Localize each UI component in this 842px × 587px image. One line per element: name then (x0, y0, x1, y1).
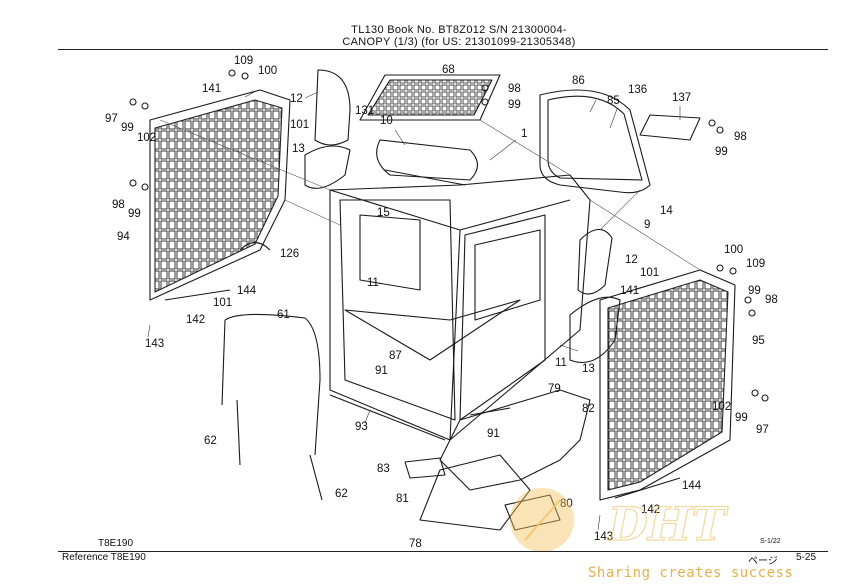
svg-text:137: 137 (672, 92, 691, 104)
svg-text:86: 86 (572, 75, 585, 87)
door-frame-part (224, 313, 321, 456)
footer-code: T8E190 (98, 538, 134, 549)
svg-text:91: 91 (375, 365, 388, 377)
svg-text:109: 109 (746, 258, 765, 270)
svg-text:13: 13 (292, 143, 305, 155)
svg-text:142: 142 (641, 504, 660, 516)
svg-text:99: 99 (508, 99, 521, 111)
svg-text:131: 131 (355, 105, 374, 117)
footer-small-mark: S-1/22 (760, 538, 781, 545)
svg-text:62: 62 (204, 435, 217, 447)
svg-text:61: 61 (277, 309, 290, 321)
svg-text:143: 143 (594, 531, 613, 543)
left-side-screen-part (149, 89, 291, 301)
svg-text:99: 99 (715, 146, 728, 158)
header-title: TL130 Book No. BT8Z012 S/N 21300004- (351, 24, 567, 36)
svg-text:141: 141 (620, 285, 639, 297)
svg-text:62: 62 (335, 488, 348, 500)
rear-window-part (539, 89, 651, 194)
svg-text:143: 143 (145, 338, 164, 350)
rear-plate-part (639, 114, 701, 141)
bottom-bar-part (329, 394, 446, 441)
bolt-part (129, 69, 769, 402)
footer-page-number: 5-25 (796, 552, 817, 563)
svg-text:93: 93 (355, 421, 368, 433)
svg-text:80: 80 (560, 498, 573, 510)
roof-pad-part (376, 139, 479, 186)
svg-text:99: 99 (121, 122, 134, 134)
svg-text:94: 94 (117, 231, 130, 243)
svg-text:79: 79 (548, 383, 561, 395)
footer-reference: Reference T8E190 (62, 552, 146, 563)
header-subtitle: CANOPY (1/3) (for US: 21301099-21305348) (342, 36, 576, 48)
svg-text:97: 97 (756, 424, 769, 436)
header-rule (58, 49, 828, 50)
footer-rule (58, 551, 828, 552)
footer-page-label: ページ (748, 556, 778, 567)
svg-text:95: 95 (752, 335, 765, 347)
svg-text:12: 12 (625, 254, 638, 266)
clip-part (239, 241, 271, 251)
svg-text:144: 144 (237, 285, 257, 297)
svg-text:14: 14 (660, 205, 673, 217)
svg-text:83: 83 (377, 463, 390, 475)
floor-plate-part (404, 389, 591, 531)
svg-text:100: 100 (724, 244, 743, 256)
svg-text:141: 141 (202, 83, 221, 95)
svg-text:144: 144 (682, 480, 702, 492)
svg-text:136: 136 (628, 84, 647, 96)
svg-text:91: 91 (487, 428, 500, 440)
svg-text:78: 78 (409, 538, 422, 550)
watermark-logo: DHT (510, 488, 730, 552)
svg-text:126: 126 (280, 248, 299, 260)
svg-text:100: 100 (258, 65, 277, 77)
svg-text:101: 101 (213, 297, 232, 309)
svg-text:99: 99 (735, 412, 748, 424)
svg-text:101: 101 (640, 267, 659, 279)
svg-text:9: 9 (644, 219, 650, 231)
svg-text:1: 1 (521, 128, 527, 140)
svg-text:102: 102 (137, 132, 156, 144)
svg-text:98: 98 (508, 83, 521, 95)
svg-text:142: 142 (186, 314, 205, 326)
svg-text:10: 10 (380, 115, 393, 127)
svg-text:82: 82 (582, 403, 595, 415)
callout-numbers: 109 100 141 97 99 102 101 12 131 10 68 9… (105, 55, 778, 550)
svg-text:87: 87 (389, 350, 402, 362)
svg-text:DHT: DHT (606, 497, 729, 551)
svg-text:99: 99 (128, 208, 141, 220)
svg-text:98: 98 (112, 199, 125, 211)
svg-text:11: 11 (555, 357, 567, 369)
seal-part (304, 145, 351, 189)
right-side-screen-part (599, 269, 736, 501)
svg-text:85: 85 (607, 95, 620, 107)
svg-text:109: 109 (234, 55, 253, 67)
svg-text:81: 81 (396, 493, 409, 505)
cab-frame-part (329, 174, 591, 441)
watermark-tagline: Sharing creates success (588, 565, 794, 581)
svg-text:102: 102 (712, 401, 731, 413)
top-mesh-part (359, 74, 501, 121)
svg-text:99: 99 (748, 285, 761, 297)
svg-text:68: 68 (442, 64, 455, 76)
svg-text:101: 101 (290, 119, 309, 131)
svg-text:13: 13 (582, 363, 595, 375)
svg-text:97: 97 (105, 113, 118, 125)
weather-strip-part (314, 69, 351, 146)
svg-text:98: 98 (765, 294, 778, 306)
right-strip-part (577, 228, 613, 295)
svg-text:12: 12 (290, 93, 303, 105)
svg-text:98: 98 (734, 131, 747, 143)
svg-text:15: 15 (377, 207, 390, 219)
svg-text:11: 11 (367, 277, 379, 289)
door-rod-part (236, 399, 241, 466)
